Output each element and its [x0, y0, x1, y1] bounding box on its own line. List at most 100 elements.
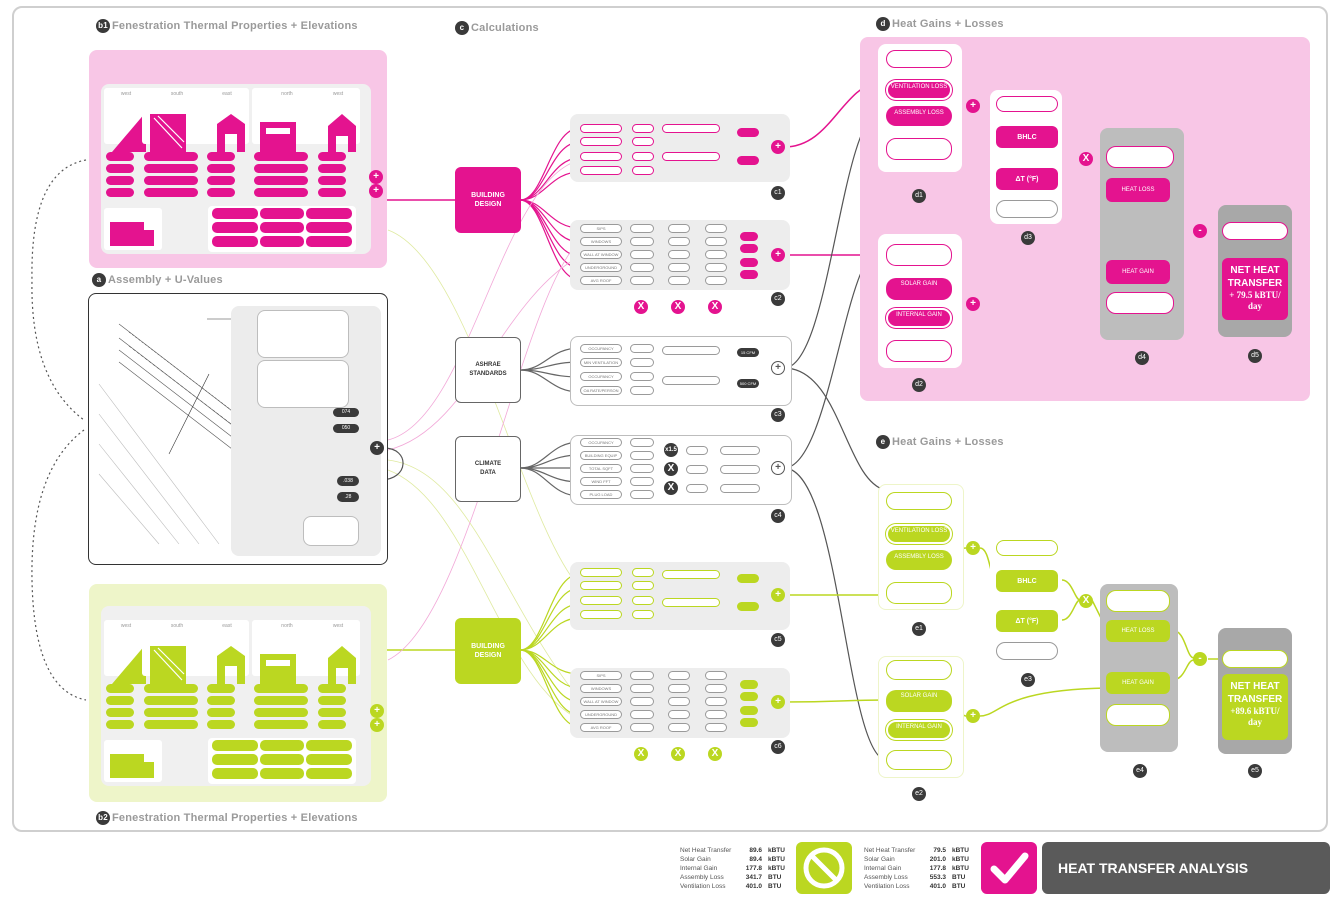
- c4-row-label: BUILDING EQUIP: [580, 451, 622, 460]
- elevation-value-chip: [106, 720, 134, 729]
- legend-value: 177.8: [929, 865, 946, 872]
- multiply-operator: X: [708, 300, 722, 314]
- elevation-card-west: west: [104, 88, 148, 152]
- elevation-card-west: west: [316, 88, 360, 152]
- c2-value: [668, 237, 690, 246]
- outer-frame: [12, 6, 1328, 832]
- multiply-operator: X: [671, 747, 685, 761]
- c5-result: [737, 602, 759, 611]
- c3-value: [630, 358, 654, 367]
- legend-value: 401.0: [745, 883, 762, 890]
- multiply-operator: X: [664, 462, 678, 476]
- c2-value: [630, 263, 654, 272]
- c2-value: [668, 224, 690, 233]
- c3-value: [630, 372, 654, 381]
- building-design-node: BUILDING DESIGN: [455, 167, 521, 233]
- c2-row-label: SIPS: [580, 224, 622, 233]
- reject-badge: [796, 842, 852, 894]
- delta-t-node: ΔT (°F): [996, 168, 1058, 190]
- c1-result: [737, 156, 759, 165]
- c5-formula: [662, 570, 720, 579]
- solar-formula: [886, 660, 952, 680]
- plus-operator: +: [771, 361, 785, 375]
- c6-value: [630, 710, 654, 719]
- plus-operator: +: [370, 704, 384, 718]
- legend-unit: BTU: [768, 883, 782, 890]
- summary-value-chip: [212, 236, 258, 247]
- c2-value: [668, 276, 690, 285]
- calc-label-c1: c1: [771, 186, 785, 200]
- c2-value: [705, 237, 727, 246]
- c5-input-row: [580, 568, 622, 577]
- c2-value: [705, 250, 727, 259]
- plus-operator: +: [966, 297, 980, 311]
- elevation-value-chip: [207, 188, 235, 197]
- multiplier-operator: x1.5: [664, 443, 678, 457]
- assembly-table-roof: [257, 310, 349, 358]
- assembly-table-wall: [257, 360, 349, 408]
- c5-result: [737, 574, 759, 583]
- elevation-value-chip: [144, 152, 198, 161]
- net-formula: [1222, 222, 1288, 240]
- assembly-value-1: 074: [333, 408, 359, 417]
- c3-formula: [662, 346, 720, 355]
- e-label-e2: e2: [912, 787, 926, 801]
- c4-formula: [720, 484, 760, 493]
- elevation-value-chip: [144, 188, 198, 197]
- elevation-card-south: south: [142, 88, 212, 152]
- summary-value-chip: [306, 754, 352, 765]
- plus-operator: +: [771, 695, 785, 709]
- heat-loss-node: HEAT LOSS: [1106, 178, 1170, 202]
- c5-input-row: [580, 610, 622, 619]
- no-entry-icon: [803, 847, 845, 889]
- assembly-value-3: .038: [337, 476, 359, 486]
- minus-operator: -: [1193, 224, 1207, 238]
- legend-value: 79.5: [933, 847, 946, 854]
- c6-value: [705, 684, 727, 693]
- elevation-value-chip: [106, 152, 134, 161]
- net-heat-transfer-e: NET HEAT TRANSFER +89.6 kBTU/ day: [1222, 674, 1288, 740]
- elevation-card-west: west: [316, 620, 360, 684]
- elevation-value-chip: [254, 164, 308, 173]
- legend-unit: kBTU: [952, 856, 969, 863]
- assembly-panel: 074 050 .038 .28: [88, 293, 388, 565]
- elevation-value-chip: [254, 720, 308, 729]
- elevation-label: west: [120, 91, 132, 97]
- elevation-value-chip: [318, 152, 346, 161]
- plus-operator: +: [370, 718, 384, 732]
- elevation-value-chip: [144, 708, 198, 717]
- summary-value-chip: [306, 768, 352, 779]
- c5-value: [632, 596, 654, 605]
- ventilation-loss-node: VENTILATION LOSS: [886, 524, 952, 544]
- c1-formula: [662, 124, 720, 133]
- solar-formula: [886, 244, 952, 266]
- elevation-value-chip: [144, 696, 198, 705]
- c6-value: [630, 697, 654, 706]
- summary-value-chip: [212, 754, 258, 765]
- minus-operator: -: [1193, 652, 1207, 666]
- c6-row-label: UNDERGROUND: [580, 710, 622, 719]
- c2-value: [630, 224, 654, 233]
- assembly-value-4: .28: [337, 492, 359, 502]
- elevation-value-chip: [254, 696, 308, 705]
- floor-plan-thumbnail: [104, 740, 162, 782]
- e-label-e4: e4: [1133, 764, 1147, 778]
- c2-value: [630, 250, 654, 259]
- heat-gain-node: HEAT GAIN: [1106, 672, 1170, 694]
- e-label-e3: e3: [1021, 673, 1035, 687]
- elevation-card-east: east: [205, 88, 249, 152]
- c5-value: [632, 610, 654, 619]
- elevation-value-chip: [318, 176, 346, 185]
- c3-row-label: MIN VENTILATION: [580, 358, 622, 367]
- c5-input-row: [580, 596, 622, 605]
- elevation-card-north: north: [252, 88, 322, 152]
- bhlc-node: BHLC: [996, 570, 1058, 592]
